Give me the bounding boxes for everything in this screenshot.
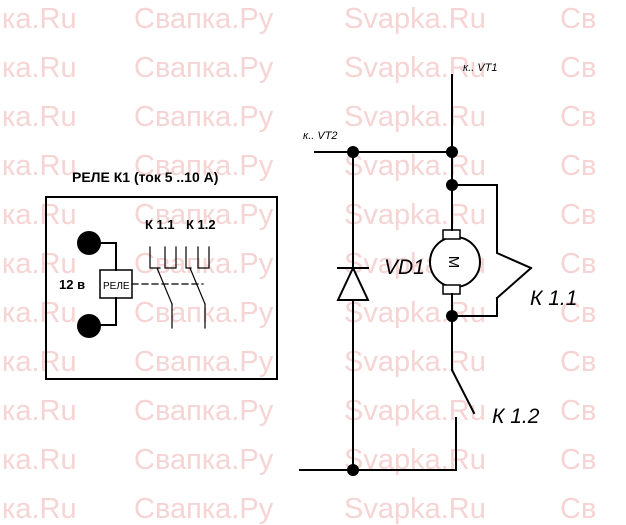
relay-voltage-label: 12 в	[59, 277, 85, 292]
relay-contact-2-left	[185, 246, 192, 269]
relay-box-title: РЕЛЕ К1 (ток 5 ..10 А)	[72, 169, 218, 185]
relay-contact-1-left	[149, 246, 161, 269]
relay-contact-1-blade	[156, 267, 173, 305]
junction-bottom-rail	[347, 464, 359, 476]
wire-k11-loop-bottom	[451, 297, 498, 317]
contact-k11-blade	[495, 266, 533, 300]
vt2-label: к.. VT2	[303, 130, 338, 142]
junction-motor-top	[446, 179, 458, 191]
relay-contact-2-blade	[189, 267, 206, 305]
relay-contact-label-1: К 1.1	[145, 217, 175, 232]
diode-triangle	[336, 265, 370, 301]
junction-motor-bottom	[446, 310, 458, 322]
relay-contact-label-2: К 1.2	[186, 217, 216, 232]
contact-k12-blade	[450, 368, 476, 415]
vt1-label: к.. VT1	[463, 62, 498, 74]
motor-symbol: M	[445, 256, 462, 269]
relay-contact-2-right	[197, 246, 210, 269]
motor-brush-bottom	[442, 284, 461, 295]
junction-vt2-diode	[347, 146, 359, 158]
wire-k11-loop-top	[451, 184, 533, 270]
relay-contact-1-right	[164, 246, 177, 269]
diode-label: VD1	[384, 256, 425, 279]
relay-box-frame	[45, 196, 278, 380]
motor-brush-top	[442, 229, 461, 240]
junction-vt1-vt2	[446, 146, 458, 158]
relay-coil-label: РЕЛЕ	[103, 281, 130, 292]
contact-k11-label: К 1.1	[530, 287, 577, 310]
contact-k12-label: К 1.2	[492, 405, 540, 428]
relay-terminal-bottom	[77, 314, 101, 338]
relay-terminal-top	[77, 231, 101, 255]
